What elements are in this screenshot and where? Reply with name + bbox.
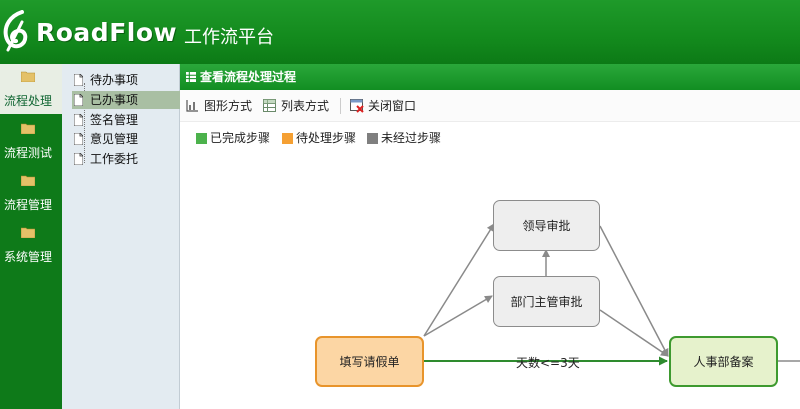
legend-swatch-not-passed: [367, 133, 378, 144]
toolbar-separator: [340, 98, 341, 114]
document-icon: [74, 153, 83, 165]
panel-title: 查看流程处理过程: [200, 70, 297, 84]
module-flow-testing[interactable]: 流程测试: [0, 116, 62, 166]
close-window-button[interactable]: 关闭窗口: [350, 97, 416, 115]
flow-edges: [423, 223, 800, 366]
submenu-signature[interactable]: 签名管理: [74, 111, 139, 129]
submenu-panel: 待办事项 已办事项 签名管理 意见管理 工作委托: [62, 64, 180, 409]
folder-icon: [21, 227, 35, 238]
toolbar: 图形方式 列表方式 关闭窗口: [180, 90, 800, 122]
graph-view-icon: [186, 100, 198, 112]
folder-icon: [21, 123, 35, 134]
document-icon: [74, 114, 83, 126]
graph-view-label: 图形方式: [204, 99, 253, 113]
submenu-label: 工作委托: [90, 152, 139, 166]
module-label: 流程测试: [4, 146, 53, 160]
edge-condition-label: 天数<=3天: [516, 356, 580, 370]
flow-node-label: 领导审批: [522, 219, 571, 233]
panel-titlebar: 查看流程处理过程: [180, 64, 800, 90]
flow-node-leader-approve[interactable]: 领导审批: [493, 200, 600, 251]
edge-leader-to-hr: [599, 225, 669, 357]
list-view-button[interactable]: 列表方式: [263, 97, 329, 115]
status-legend: 已完成步骤 待处理步骤 未经过步骤: [180, 130, 800, 150]
legend-swatch-completed: [196, 133, 207, 144]
flow-node-fill-form[interactable]: 填写请假单: [315, 336, 424, 387]
module-flow-management[interactable]: 流程管理: [0, 168, 62, 218]
document-icon: [74, 74, 83, 86]
edge-fill-to-dept: [423, 295, 493, 337]
grid-icon: [186, 72, 196, 82]
module-sidebar: 流程处理 流程测试 流程管理 系统管理: [0, 64, 62, 409]
roadflow-logo-icon: [3, 10, 28, 52]
document-icon: [74, 133, 83, 145]
module-label: 系统管理: [4, 250, 53, 264]
submenu-todo[interactable]: 待办事项: [74, 71, 139, 89]
submenu-label: 已办事项: [90, 93, 139, 107]
submenu-done[interactable]: 已办事项: [72, 91, 180, 109]
legend-label: 已完成步骤: [210, 131, 271, 145]
legend-pending: 待处理步骤: [282, 130, 356, 146]
legend-label: 待处理步骤: [296, 131, 357, 145]
flow-node-dept-approve[interactable]: 部门主管审批: [493, 276, 600, 327]
module-system-management[interactable]: 系统管理: [0, 220, 62, 270]
legend-label: 未经过步骤: [381, 131, 442, 145]
close-window-icon: [350, 99, 364, 113]
platform-title: 工作流平台: [184, 27, 274, 48]
list-view-label: 列表方式: [281, 99, 330, 113]
module-label: 流程管理: [4, 198, 53, 212]
logo-text: RoadFlow: [36, 18, 178, 47]
submenu-opinion[interactable]: 意见管理: [74, 130, 139, 148]
module-flow-processing[interactable]: 流程处理: [0, 64, 62, 114]
document-icon: [74, 94, 83, 106]
tree-connector: [84, 83, 85, 163]
module-label: 流程处理: [4, 94, 53, 108]
legend-not-passed: 未经过步骤: [367, 130, 441, 146]
submenu-label: 待办事项: [90, 73, 139, 87]
submenu-label: 意见管理: [90, 132, 139, 146]
folder-icon: [21, 71, 35, 82]
close-window-label: 关闭窗口: [368, 99, 417, 113]
flow-diagram: 领导审批 部门主管审批 填写请假单 人事部备案 天数<=3天: [180, 164, 800, 409]
edge-fill-to-leader: [423, 223, 495, 337]
flow-node-label: 部门主管审批: [510, 295, 583, 309]
app-header: RoadFlow 工作流平台: [0, 0, 800, 64]
graph-view-button[interactable]: 图形方式: [186, 97, 252, 115]
submenu-label: 签名管理: [90, 113, 139, 127]
submenu-delegation[interactable]: 工作委托: [74, 150, 139, 168]
flow-node-hr-record[interactable]: 人事部备案: [669, 336, 778, 387]
list-view-icon: [263, 99, 276, 112]
folder-icon: [21, 175, 35, 186]
flow-node-label: 人事部备案: [693, 355, 754, 369]
legend-swatch-pending: [282, 133, 293, 144]
flow-node-label: 填写请假单: [339, 355, 400, 369]
main-content: 查看流程处理过程 图形方式 列表方式 关闭窗口: [180, 64, 800, 409]
legend-completed: 已完成步骤: [196, 130, 270, 146]
edge-dept-to-hr: [599, 309, 669, 357]
